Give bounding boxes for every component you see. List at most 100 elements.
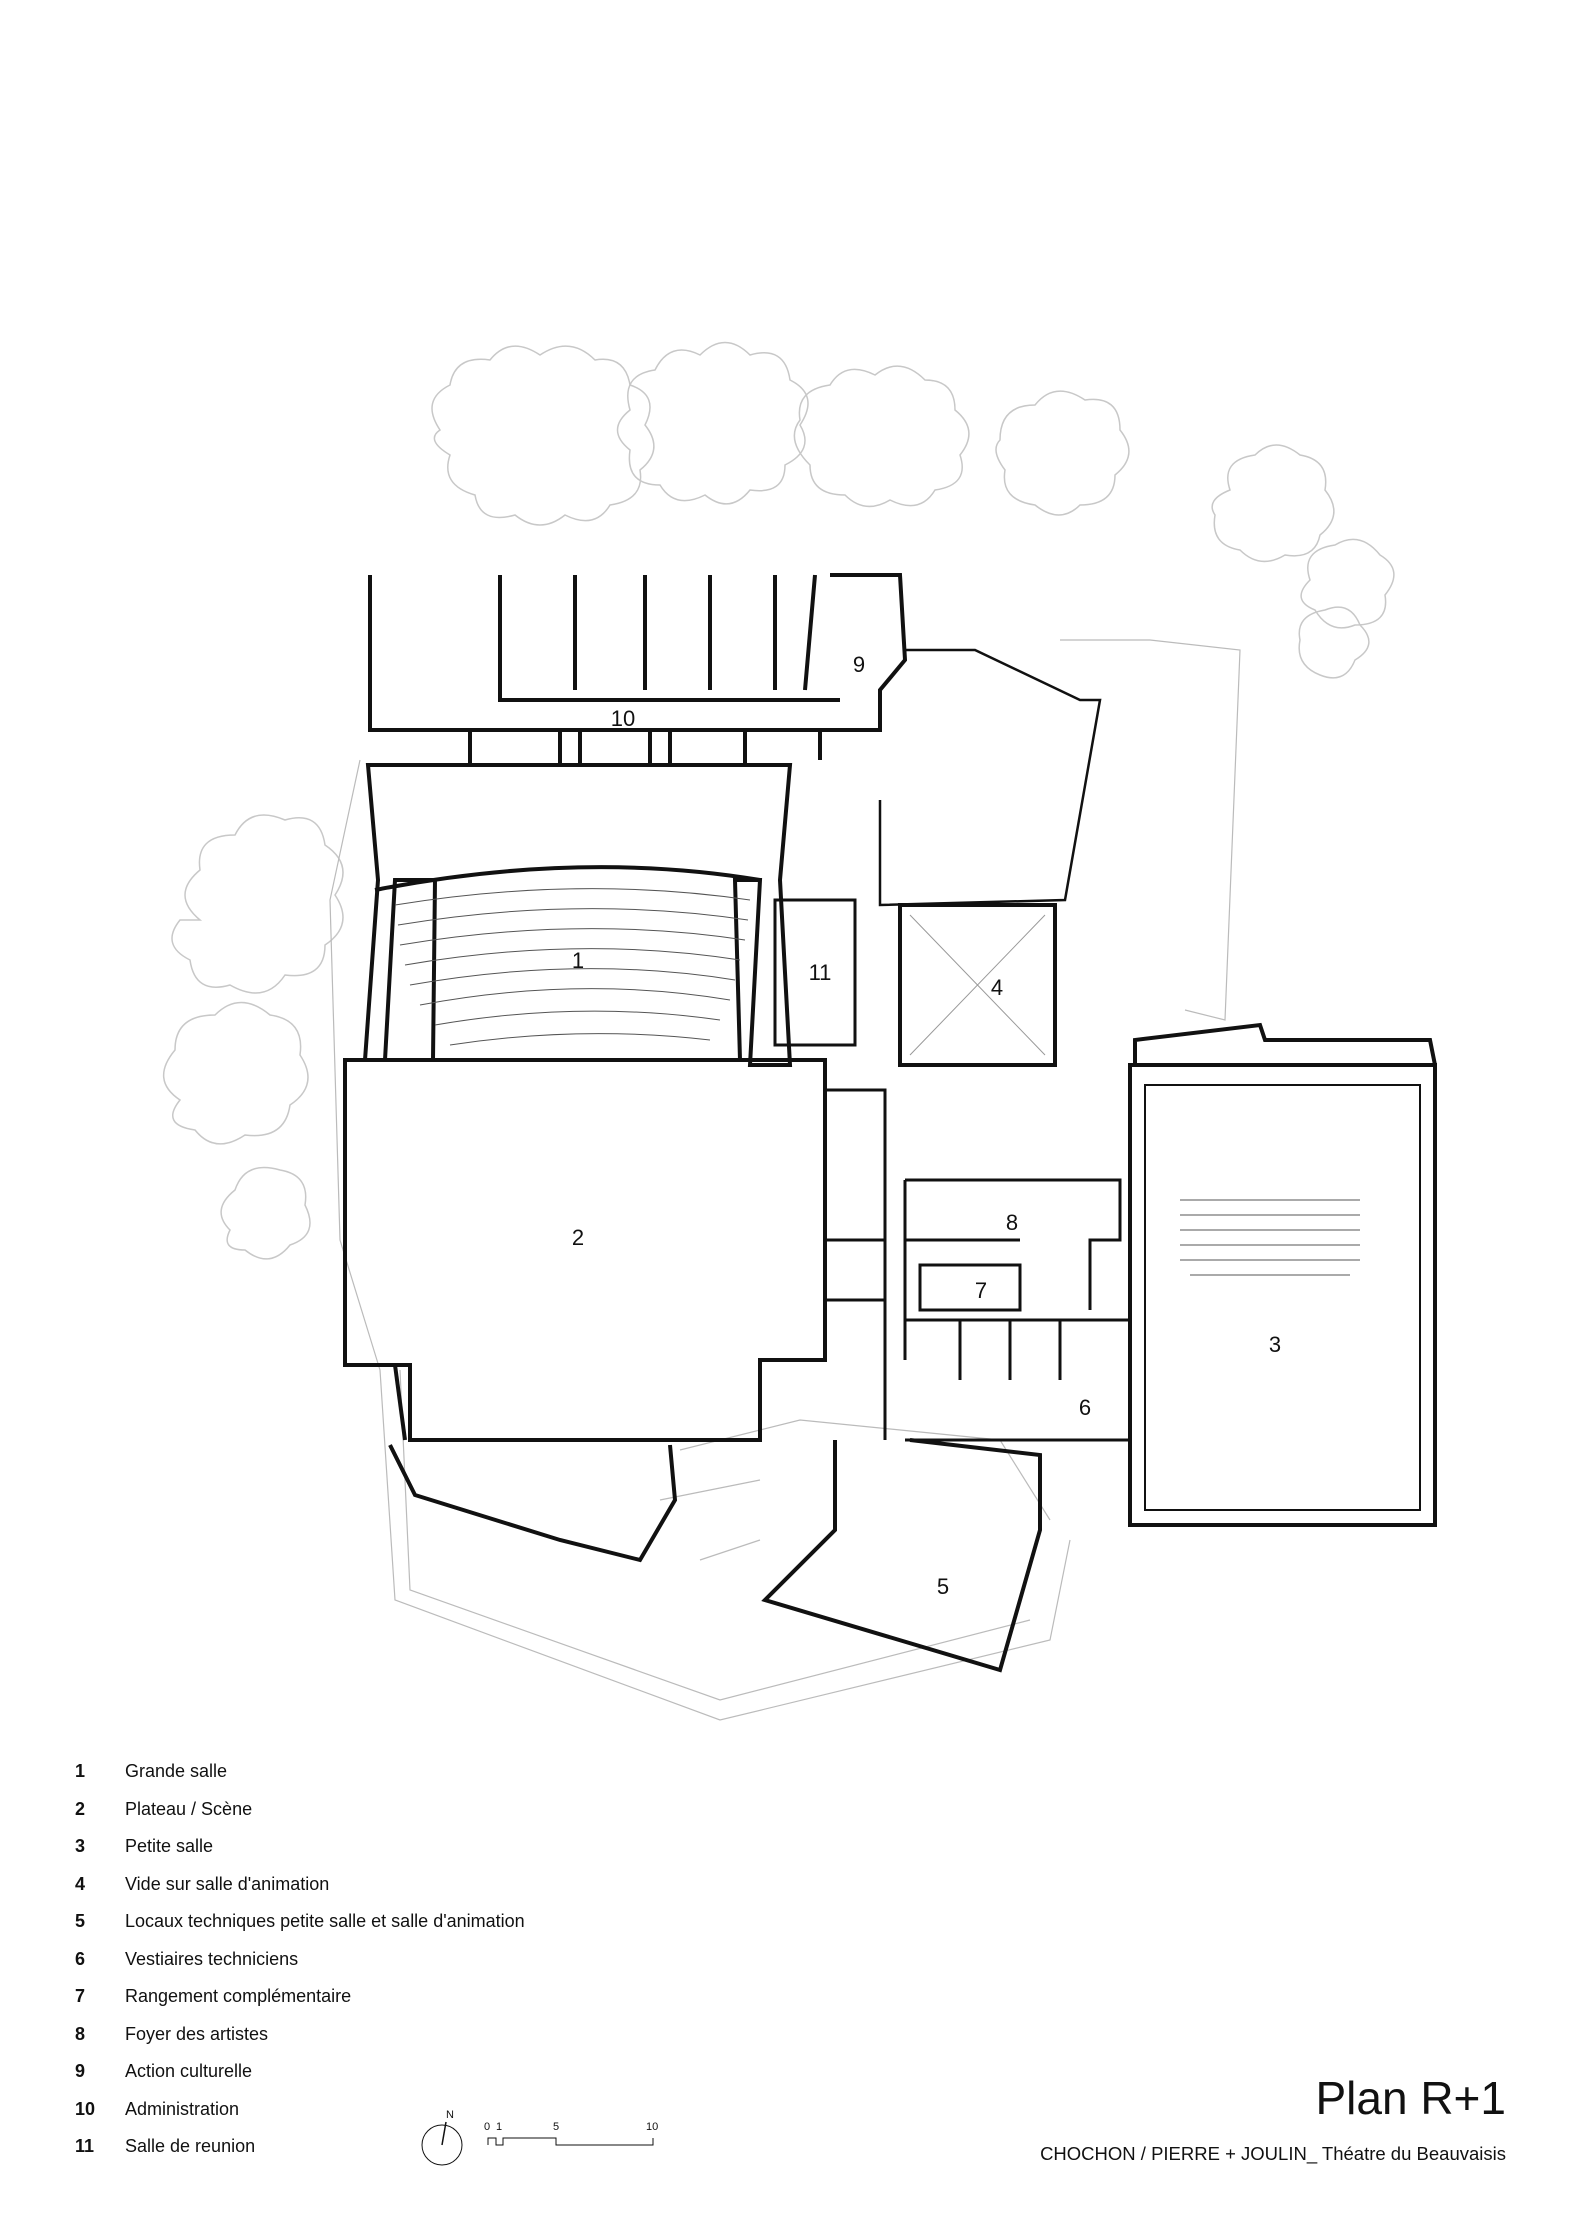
admin-corridor — [468, 730, 747, 767]
legend-item: 1 Grande salle — [75, 1760, 775, 1798]
tree-canopy-north-2 — [616, 341, 809, 505]
legend-number: 3 — [75, 1836, 86, 1856]
grande-salle-balcony — [374, 865, 761, 892]
tree-canopy-northeast — [1211, 444, 1395, 679]
legend-label: Rangement complémentaire — [125, 1986, 352, 2006]
seat-row — [419, 988, 731, 1006]
legend-item: 5 Locaux techniques petite salle et salle… — [75, 1910, 775, 1948]
north-arrow-icon: N — [421, 2109, 463, 2166]
petite-salle-seating — [1180, 1199, 1360, 1276]
tree-canopy-west — [162, 814, 344, 1260]
legend-number: 10 — [75, 2098, 96, 2119]
legend-number: 1 — [75, 1761, 86, 1781]
room-label-1: 1 — [572, 948, 584, 973]
meeting-room-11 — [773, 898, 857, 1047]
site-boundary-southwest-inner — [399, 1369, 1031, 1701]
legend-label: Vestiaires techniciens — [125, 1948, 299, 1969]
legend-label: Salle de reunion — [125, 2136, 256, 2156]
petite-salle-inner — [1144, 1084, 1421, 1511]
site-outlines — [329, 639, 1241, 1721]
legend-number: 7 — [75, 1986, 86, 2006]
legend-number: 9 — [75, 2061, 86, 2081]
service-corridor — [825, 1088, 887, 1440]
legend-number: 5 — [75, 1911, 86, 1931]
grande-salle-outline — [362, 763, 793, 1067]
north-arrow-and-scale: N 0 1 5 10 — [421, 2109, 658, 2166]
room-label-4: 4 — [991, 975, 1003, 1000]
scale-tick-10: 10 — [646, 2121, 658, 2133]
legend-label: Vide sur salle d'animation — [125, 1873, 330, 1894]
legend: 1 Grande salle 2 Plateau / Scène 3 Petite s… — [75, 1760, 775, 2173]
vestiaires-6 — [905, 1318, 1132, 1442]
southwest-wing — [388, 1444, 678, 1563]
site-boundary-southwest — [379, 1369, 1071, 1721]
legend-item: 8 Foyer des artistes — [75, 2023, 775, 2061]
site-boundary-east — [1060, 639, 1241, 1021]
scale-bar — [487, 2137, 654, 2146]
room-label-9: 9 — [853, 652, 865, 677]
room-label-2: 2 — [572, 1225, 584, 1250]
legend-number: 2 — [75, 1798, 86, 1819]
legend-item: 2 Plateau / Scène — [75, 1798, 775, 1836]
seat-row — [397, 908, 749, 926]
stage-outline — [343, 1058, 827, 1442]
seat-row — [434, 1010, 721, 1026]
project-credit: CHOCHON / PIERRE + JOULIN_ Théatre du Be… — [1040, 2143, 1506, 2164]
foyer-8 — [903, 1178, 1122, 1360]
legend-item: 7 Rangement complémentaire — [75, 1985, 775, 2023]
building-walls — [343, 573, 1437, 1673]
legend-label: Action culturelle — [125, 2061, 253, 2081]
site-boundary-west — [329, 759, 381, 1371]
scale-bar-line — [487, 2137, 654, 2146]
admin-wing-outline — [368, 573, 908, 760]
tree-canopy-north — [431, 345, 655, 526]
legend-label: Administration — [125, 2098, 240, 2119]
locaux-techniques-5 — [761, 1438, 1042, 1673]
room-label-10: 10 — [611, 706, 635, 731]
scale-tick-5: 5 — [553, 2121, 559, 2133]
stage-front — [393, 1364, 407, 1441]
stair-core — [878, 648, 1102, 907]
legend-label: Petite salle — [125, 1836, 214, 1856]
legend-item: 3 Petite salle — [75, 1835, 775, 1873]
room-label-6: 6 — [1079, 1395, 1091, 1420]
legend-label: Foyer des artistes — [125, 2023, 269, 2044]
room-label-5: 5 — [937, 1574, 949, 1599]
seat-row — [404, 948, 741, 966]
plan-title: Plan R+1 — [1315, 2072, 1506, 2124]
seat-row — [409, 968, 736, 986]
legend-item: 9 Action culturelle — [75, 2060, 775, 2098]
room-label-11: 11 — [809, 960, 832, 985]
legend-label: Grande salle — [125, 1761, 228, 1781]
petite-salle-top — [1133, 1022, 1437, 1066]
rangement-7 — [918, 1263, 1022, 1312]
legend-number: 4 — [75, 1873, 86, 1894]
north-label: N — [446, 2109, 454, 2121]
vegetation — [162, 341, 1395, 1260]
seat-row — [449, 1033, 711, 1046]
vide-cross — [909, 914, 1046, 1056]
seat-row — [394, 888, 751, 906]
legend-number: 11 — [75, 2136, 95, 2156]
floor-plan: 1 2 3 4 5 6 7 8 9 10 11 — [162, 341, 1437, 1721]
legend-item: 10 Administration — [75, 2098, 775, 2136]
admin-offices — [498, 574, 840, 702]
legend-label: Plateau / Scène — [125, 1798, 253, 1819]
room-labels: 1 2 3 4 5 6 7 8 9 10 11 — [572, 652, 1281, 1599]
legend-number: 6 — [75, 1948, 86, 1969]
scale-tick-0: 0 — [484, 2121, 490, 2133]
legend-label: Locaux techniques petite salle et salle … — [125, 1911, 525, 1931]
tree-canopy-north-4 — [995, 390, 1130, 516]
room-label-7: 7 — [975, 1278, 987, 1303]
room-label-3: 3 — [1269, 1332, 1281, 1357]
petite-salle-outline — [1128, 1063, 1437, 1527]
scale-tick-1: 1 — [496, 2121, 502, 2133]
legend-number: 8 — [75, 2023, 86, 2044]
legend-item: 4 Vide sur salle d'animation — [75, 1873, 775, 1911]
legend-item: 11 Salle de reunion — [75, 2135, 775, 2173]
room-label-8: 8 — [1006, 1210, 1018, 1235]
vide-salle-animation — [898, 903, 1057, 1067]
grande-salle-seating — [394, 888, 751, 1046]
tree-canopy-north-3 — [793, 365, 970, 508]
legend-item: 6 Vestiaires techniciens — [75, 1948, 775, 1986]
